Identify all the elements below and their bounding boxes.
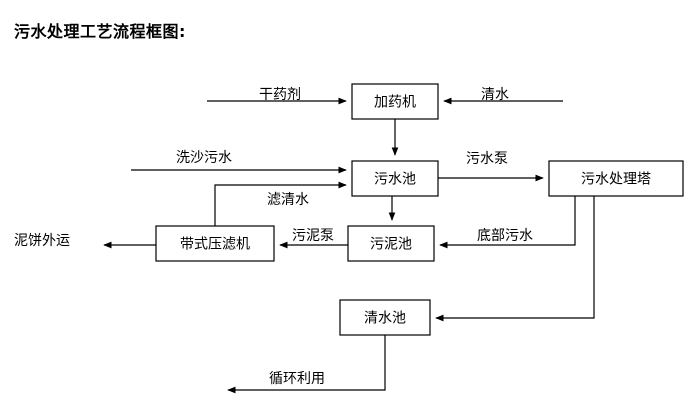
edge-tower-to-sludge-pool: [439, 196, 576, 249]
edge-label-bottom-wastewater: 底部污水: [477, 228, 533, 244]
node-sludge-pool[interactable]: 污泥池: [347, 225, 435, 262]
node-treatment-tower[interactable]: 污水处理塔: [548, 160, 684, 197]
node-label-wastewater-pool: 污水池: [374, 172, 416, 188]
edge-clear-water-to-reuse: [227, 335, 386, 394]
node-label-dosing-machine: 加药机: [374, 95, 416, 111]
edge-label-filtered-water: 滤清水: [267, 192, 309, 208]
node-label-treatment-tower: 污水处理塔: [581, 172, 651, 188]
terminal-label-dry-chemical: 干药剂: [259, 87, 301, 103]
terminal-label-mud-cake-transport: 泥饼外运: [14, 233, 70, 249]
edge-label-wastewater-pump: 污水泵: [466, 151, 508, 167]
node-belt-filter-press[interactable]: 带式压滤机: [155, 225, 275, 262]
node-label-clear-water-pool: 清水池: [364, 311, 406, 327]
page-title: 污水处理工艺流程框图:: [14, 22, 186, 41]
edge-label-sludge-pump: 污泥泵: [292, 228, 334, 244]
node-clear-water-pool[interactable]: 清水池: [339, 299, 431, 336]
node-wastewater-pool[interactable]: 污水池: [351, 160, 439, 197]
terminal-label-clean-water: 清水: [481, 87, 509, 103]
edge-label-recycle-reuse: 循环利用: [269, 371, 325, 387]
edge-filtered-water-to-wastewater-pool: [214, 181, 347, 226]
terminal-label-sand-wash-wastewater: 洗沙污水: [176, 150, 232, 166]
node-label-belt-filter-press: 带式压滤机: [180, 237, 250, 253]
node-label-sludge-pool: 污泥池: [370, 237, 412, 253]
edge-tower-to-clear-water-pool: [435, 196, 595, 322]
node-dosing-machine[interactable]: 加药机: [351, 83, 439, 120]
